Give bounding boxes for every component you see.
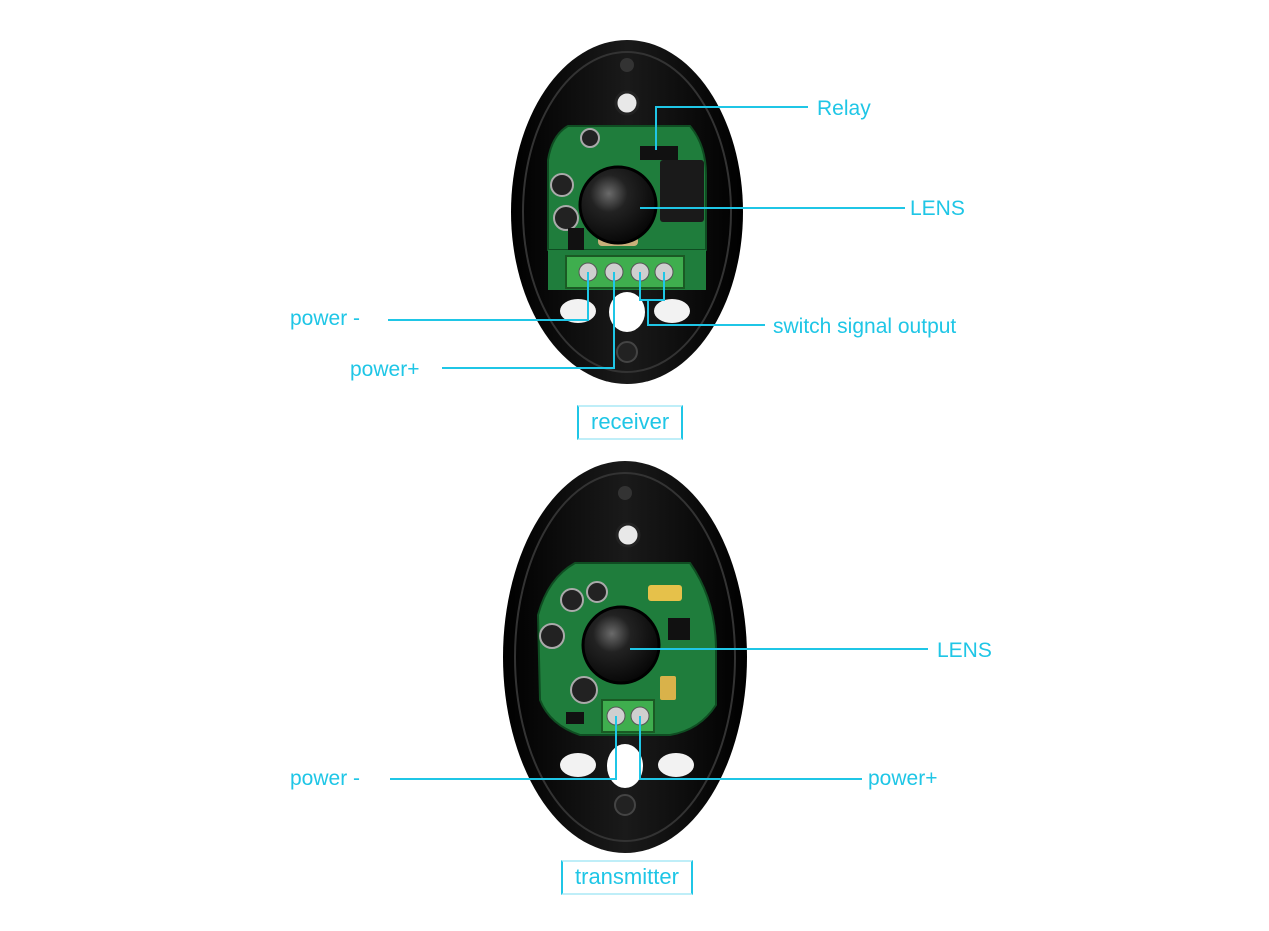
power-plus-label-transmitter: power+ <box>868 767 938 790</box>
receiver-callouts <box>388 106 905 369</box>
power-plus-label-receiver: power+ <box>350 358 420 381</box>
power-minus-label-receiver: power - <box>290 307 361 330</box>
transmitter-lens <box>581 605 661 685</box>
relay-label: Relay <box>817 97 871 120</box>
transmitter-device <box>503 461 747 853</box>
power-minus-label-transmitter: power - <box>290 767 361 790</box>
mounting-hole-top <box>615 522 641 548</box>
mounting-hole-bottom <box>614 794 636 816</box>
switch-output-label: switch signal output <box>773 315 957 338</box>
mounting-hole-bottom <box>616 341 638 363</box>
receiver-lens <box>578 165 658 245</box>
mounting-hole-top <box>614 90 640 116</box>
power-plus-leader-transmitter <box>639 716 862 780</box>
lens-label-receiver: LENS <box>910 197 965 220</box>
power-plus-leader-receiver <box>442 272 615 369</box>
transmitter-caption: transmitter <box>561 860 693 895</box>
relay <box>660 160 704 222</box>
lens-label-transmitter: LENS <box>937 639 992 662</box>
receiver-caption: receiver <box>577 405 684 440</box>
transmitter-callouts <box>390 648 928 780</box>
power-minus-leader-transmitter <box>390 716 617 780</box>
relay-leader <box>655 106 808 150</box>
power-minus-leader-receiver <box>388 272 589 321</box>
receiver-device <box>511 40 743 384</box>
